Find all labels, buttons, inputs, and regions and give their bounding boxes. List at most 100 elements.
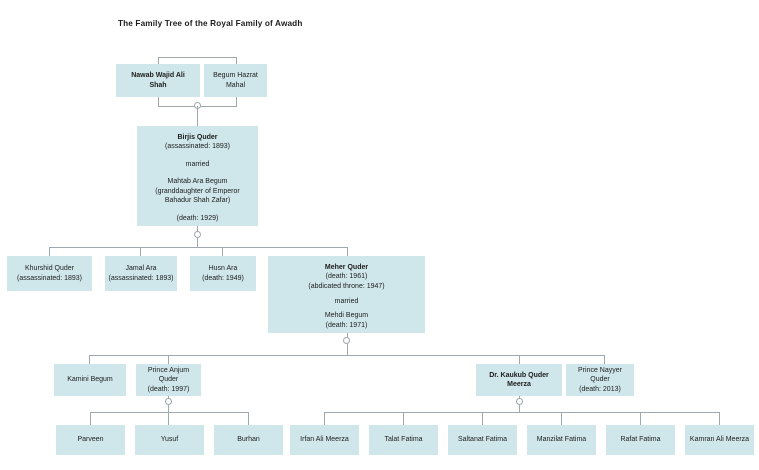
node-label: Kamini Begum bbox=[67, 376, 113, 384]
node-label: Meher Quder bbox=[324, 264, 369, 271]
node-spouse: Mahtab Ara Begum bbox=[167, 178, 228, 186]
node-label: Khurshid Quder bbox=[24, 265, 75, 273]
node-khurshid-quder[interactable]: Khurshid Quder (assassinated: 1893) bbox=[7, 256, 92, 291]
node-prince-anjum-quder[interactable]: Prince Anjum Quder (death: 1997) bbox=[136, 364, 201, 396]
connector-kaukub-drop-lower bbox=[519, 405, 520, 412]
node-husn-ara[interactable]: Husn Ara (death: 1949) bbox=[190, 256, 256, 291]
connector-gen1-right-riser bbox=[236, 97, 237, 106]
node-jamal-ara[interactable]: Jamal Ara (assassinated: 1893) bbox=[105, 256, 177, 291]
connector-drop-saltanat bbox=[482, 412, 483, 425]
node-label: Rafat Fatima bbox=[620, 436, 661, 444]
node-detail: (assassinated: 1893) bbox=[17, 274, 82, 282]
node-detail: (death: 1961) bbox=[325, 273, 368, 281]
node-manzilat-fatima[interactable]: Manzilat Fatima bbox=[527, 425, 596, 455]
connector-drop-yusuf bbox=[168, 412, 169, 425]
connector-gen4-drop-nayyer bbox=[604, 355, 605, 364]
node-parveen[interactable]: Parveen bbox=[56, 425, 125, 455]
connector-gen4-sibling-bar bbox=[89, 355, 605, 356]
node-married-label: married bbox=[185, 160, 210, 168]
node-detail: (assassinated: 1893) bbox=[108, 274, 174, 282]
node-talat-fatima[interactable]: Talat Fatima bbox=[369, 425, 438, 455]
node-label: Prince Anjum bbox=[147, 366, 190, 374]
node-label: Nawab Wajid Ali bbox=[131, 72, 185, 80]
connector-anjum-drop-lower bbox=[168, 405, 169, 412]
connector-drop-parveen bbox=[90, 412, 91, 425]
node-saltanat-fatima[interactable]: Saltanat Fatima bbox=[448, 425, 517, 455]
marriage-node-gen3 bbox=[343, 337, 350, 344]
connector-drop-talat bbox=[403, 412, 404, 425]
node-label-2: Shah bbox=[149, 81, 167, 89]
connector-drop-manzilat bbox=[561, 412, 562, 425]
node-spouse-death: (death: 1929) bbox=[176, 214, 219, 222]
node-label: Parveen bbox=[77, 436, 104, 444]
connector-birjis-drop-lower bbox=[197, 238, 198, 247]
node-married-label: married bbox=[334, 297, 359, 305]
node-label: Dr. Kaukub Quder bbox=[489, 371, 549, 379]
node-birjis-quder[interactable]: Birjis Quder (assassinated: 1893) marrie… bbox=[137, 126, 258, 226]
node-label: Burhan bbox=[237, 436, 260, 444]
node-label-2: Quder bbox=[590, 376, 610, 384]
connector-kaukub-sibling-bar bbox=[324, 412, 719, 413]
connector-anjum-sibling-bar bbox=[90, 412, 248, 413]
node-rafat-fatima[interactable]: Rafat Fatima bbox=[606, 425, 675, 455]
connector-gen3-drop-meher bbox=[347, 247, 348, 256]
node-begum-hazrat-mahal[interactable]: Begum Hazrat Mahal bbox=[204, 64, 267, 97]
marriage-node-gen2 bbox=[194, 231, 201, 238]
node-kamran-ali-meerza[interactable]: Kamran Ali Meerza bbox=[685, 425, 754, 455]
connector-gen4-drop-kaukub bbox=[519, 355, 520, 364]
connector-birjis-drop bbox=[197, 226, 198, 235]
node-label: Husn Ara bbox=[208, 265, 238, 273]
connector-gen1-top-left-drop bbox=[158, 57, 159, 64]
connector-gen4-drop-kamini bbox=[89, 355, 90, 364]
node-label: Begum Hazrat bbox=[213, 72, 258, 80]
node-meher-quder[interactable]: Meher Quder (death: 1961) (abdicated thr… bbox=[268, 256, 425, 333]
node-irfan-ali-meerza[interactable]: Irfan Ali Meerza bbox=[290, 425, 359, 455]
connector-gen1-top-right-drop bbox=[236, 57, 237, 64]
page-title: The Family Tree of the Royal Family of A… bbox=[118, 19, 303, 28]
node-label: Kamran Ali Meerza bbox=[689, 436, 750, 444]
connector-gen3-drop-khurshid bbox=[49, 247, 50, 256]
connector-gen3-sibling-bar bbox=[49, 247, 347, 248]
connector-gen1-left-riser bbox=[158, 97, 159, 106]
node-detail: (death: 2013) bbox=[579, 385, 621, 393]
connector-gen1-top-bar bbox=[158, 57, 236, 58]
connector-meher-drop bbox=[347, 333, 348, 339]
node-label-2: Mahal bbox=[225, 81, 246, 89]
marriage-node-kaukub bbox=[516, 398, 523, 405]
node-label: Irfan Ali Meerza bbox=[300, 436, 349, 444]
node-label-2: Quder bbox=[158, 376, 179, 384]
node-nawab-wajid-ali-shah[interactable]: Nawab Wajid Ali Shah bbox=[116, 64, 200, 97]
node-detail: (death: 1949) bbox=[202, 274, 244, 282]
node-label: Prince Nayyer bbox=[578, 366, 622, 374]
node-prince-nayyer-quder[interactable]: Prince Nayyer Quder (death: 2013) bbox=[566, 364, 634, 396]
node-label: Jamal Ara bbox=[125, 265, 157, 273]
connector-meher-drop-lower bbox=[347, 344, 348, 355]
node-spouse-note-2: Bahadur Shah Zafar) bbox=[164, 197, 231, 205]
node-label: Birjis Quder bbox=[177, 134, 218, 141]
node-dr-kaukub-quder-meerza[interactable]: Dr. Kaukub Quder Meerza bbox=[476, 364, 562, 396]
connector-drop-irfan bbox=[324, 412, 325, 425]
node-label: Manzilat Fatima bbox=[536, 436, 587, 444]
connector-gen3-drop-jamal bbox=[140, 247, 141, 256]
node-spouse-note-1: (granddaughter of Emperor bbox=[155, 187, 240, 195]
connector-drop-burhan bbox=[248, 412, 249, 425]
node-spouse: Mehdi Begum bbox=[324, 312, 369, 320]
node-label-2: Meerza bbox=[507, 381, 531, 388]
node-burhan[interactable]: Burhan bbox=[214, 425, 283, 455]
connector-drop-kamran bbox=[719, 412, 720, 425]
node-spouse-death: (death: 1971) bbox=[325, 321, 368, 329]
node-kamini-begum[interactable]: Kamini Begum bbox=[54, 364, 126, 396]
connector-gen1-to-birjis bbox=[197, 106, 198, 126]
connector-drop-rafat bbox=[640, 412, 641, 425]
marriage-node-anjum bbox=[165, 398, 172, 405]
connector-kaukub-drop bbox=[519, 396, 520, 399]
connector-anjum-drop bbox=[168, 396, 169, 399]
node-detail-2: (abdicated throne: 1947) bbox=[308, 282, 385, 290]
node-label: Talat Fatima bbox=[384, 436, 423, 444]
node-detail: (death: 1997) bbox=[147, 385, 190, 393]
connector-gen3-drop-husn bbox=[222, 247, 223, 256]
connector-gen4-drop-anjum bbox=[168, 355, 169, 364]
node-yusuf[interactable]: Yusuf bbox=[135, 425, 204, 455]
node-label: Saltanat Fatima bbox=[457, 436, 508, 444]
